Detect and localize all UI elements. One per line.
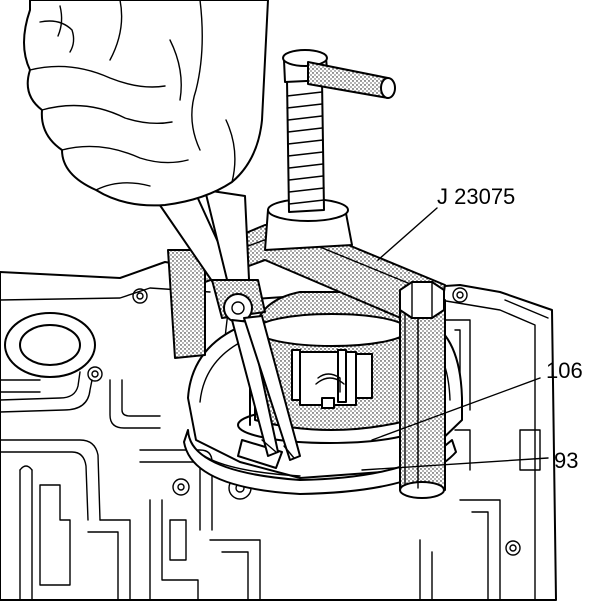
leader-line-106 (371, 377, 541, 441)
compressor-tool (167, 49, 446, 499)
leader-line-93 (361, 457, 549, 471)
callout-tool-number: J 23075 (437, 184, 515, 209)
callout-part-106: 106 (546, 358, 583, 383)
hand-illustration (23, 0, 269, 207)
callout-part-93: 93 (554, 448, 578, 473)
leader-line-tool (377, 207, 438, 261)
leader-lines (361, 207, 549, 471)
snap-ring-pliers (154, 189, 301, 461)
